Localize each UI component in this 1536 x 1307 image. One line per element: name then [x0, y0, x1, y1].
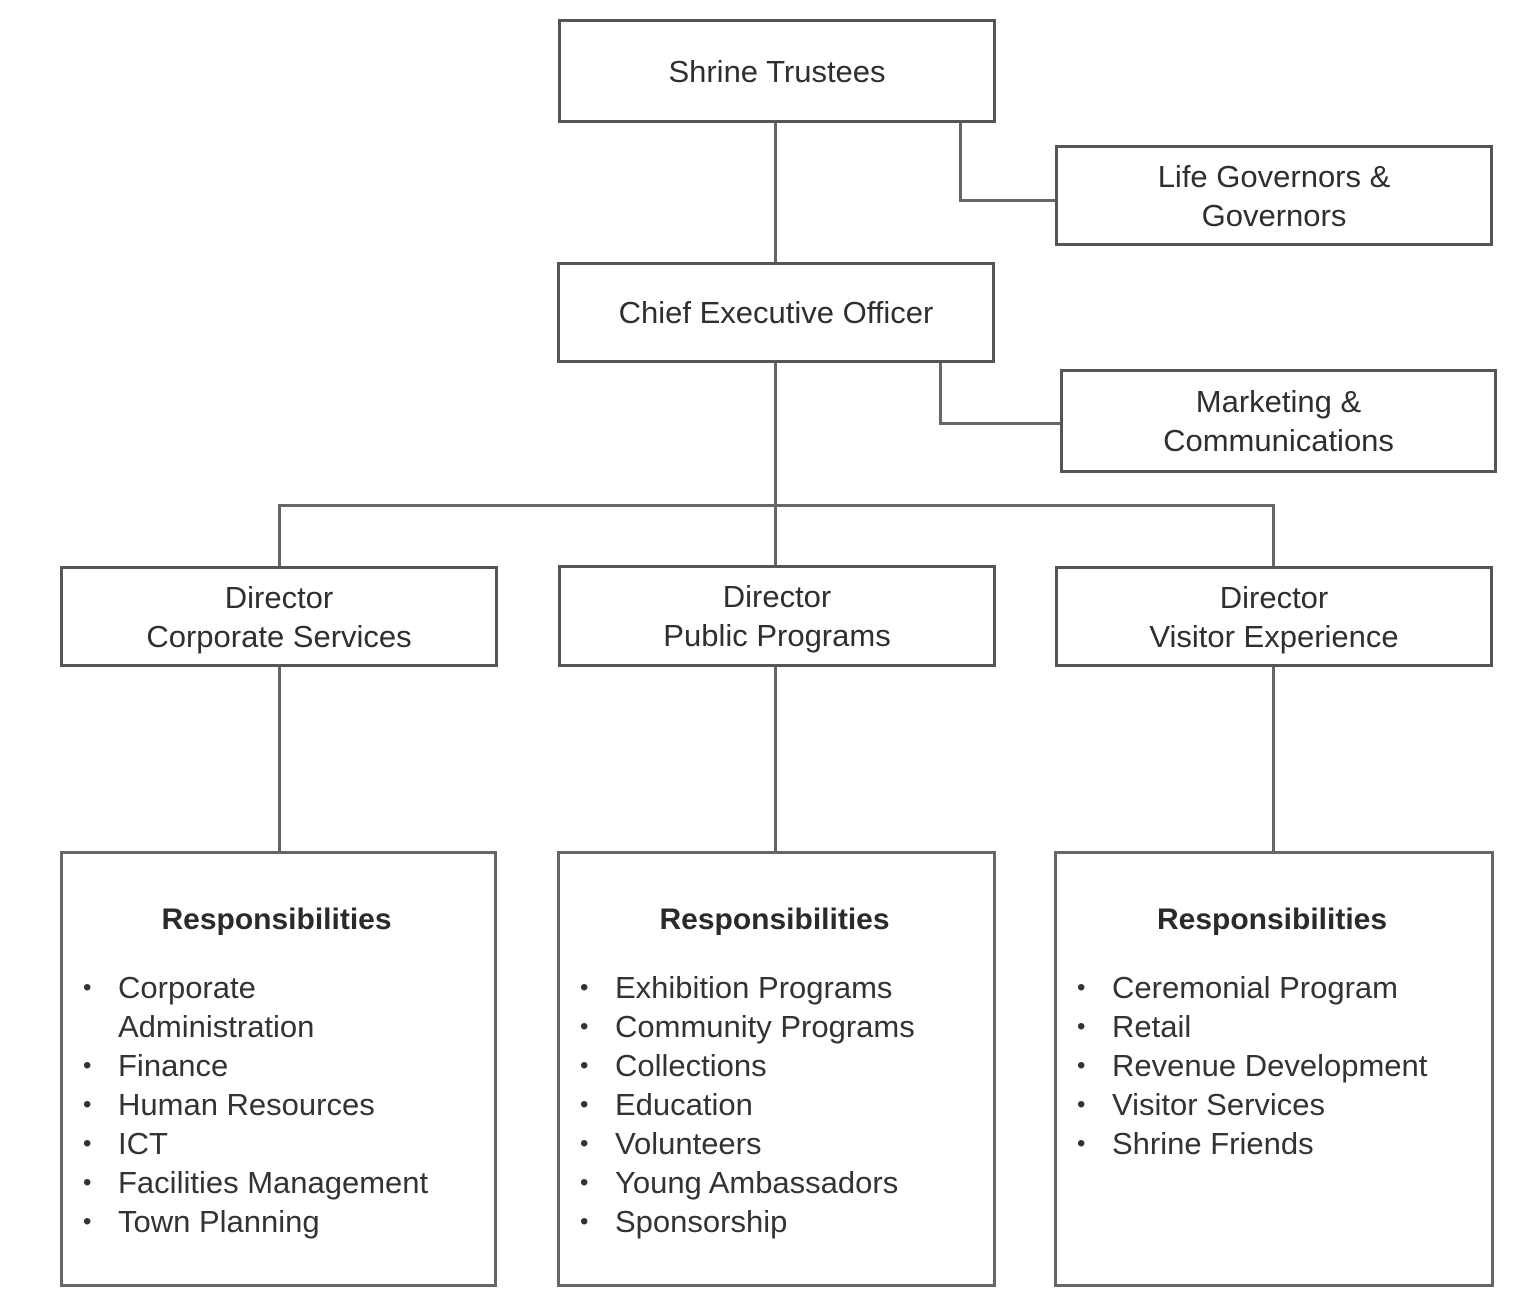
- list-item: Corporate Administration: [83, 968, 470, 1046]
- director-corporate-services-box: Director Corporate Services: [60, 566, 498, 667]
- list-item: Volunteers: [580, 1124, 969, 1163]
- branch-to-visitor-line: [1272, 504, 1275, 568]
- list-item: Exhibition Programs: [580, 968, 969, 1007]
- list-item: ICT: [83, 1124, 470, 1163]
- life-governors-label-line2: Governors: [1201, 197, 1347, 233]
- trustees-to-governors-line: [959, 199, 1057, 202]
- directors-branch-line: [278, 504, 1275, 507]
- trustees-to-governors-drop: [959, 121, 962, 202]
- corporate-services-responsibilities-list: Corporate Administration Finance Human R…: [83, 968, 470, 1241]
- ceo-to-marketing-drop: [939, 361, 942, 425]
- list-item: Ceremonial Program: [1077, 968, 1467, 1007]
- public-programs-responsibilities-box: Responsibilities Exhibition Programs Com…: [557, 851, 996, 1287]
- life-governors-box: Life Governors & Governors: [1055, 145, 1493, 246]
- visitor-to-responsibilities-line: [1272, 665, 1275, 852]
- branch-to-corporate-line: [278, 504, 281, 568]
- life-governors-label-line1: Life Governors &: [1157, 158, 1391, 194]
- director-name: Visitor Experience: [1149, 618, 1399, 654]
- list-item: Collections: [580, 1046, 969, 1085]
- director-visitor-experience-box: Director Visitor Experience: [1055, 566, 1493, 667]
- list-item: Young Ambassadors: [580, 1163, 969, 1202]
- list-item: Facilities Management: [83, 1163, 470, 1202]
- marketing-label-line1: Marketing &: [1195, 384, 1362, 419]
- list-item: Finance: [83, 1046, 470, 1085]
- responsibilities-heading: Responsibilities: [1156, 903, 1388, 936]
- corporate-services-responsibilities-box: Responsibilities Corporate Administratio…: [60, 851, 497, 1287]
- responsibilities-heading: Responsibilities: [161, 903, 392, 936]
- list-item: Town Planning: [83, 1202, 470, 1241]
- shrine-trustees-box: Shrine Trustees: [558, 19, 996, 123]
- public-programs-responsibilities-list: Exhibition Programs Community Programs C…: [580, 968, 969, 1241]
- marketing-label-line2: Communications: [1163, 423, 1394, 458]
- trustees-to-ceo-line: [774, 121, 777, 263]
- director-name: Public Programs: [663, 618, 891, 653]
- list-item: Visitor Services: [1077, 1085, 1467, 1124]
- list-item: Community Programs: [580, 1007, 969, 1046]
- visitor-experience-responsibilities-box: Responsibilities Ceremonial Program Reta…: [1054, 851, 1494, 1287]
- ceo-box: Chief Executive Officer: [557, 262, 995, 363]
- list-item: Retail: [1077, 1007, 1467, 1046]
- director-public-programs-box: Director Public Programs: [558, 565, 996, 667]
- director-title: Director: [722, 579, 832, 614]
- list-item: Education: [580, 1085, 969, 1124]
- director-name: Corporate Services: [146, 618, 412, 654]
- marketing-communications-box: Marketing & Communications: [1060, 369, 1497, 473]
- public-to-responsibilities-line: [774, 665, 777, 852]
- director-title: Director: [224, 579, 334, 615]
- corporate-to-responsibilities-line: [278, 665, 281, 852]
- ceo-to-directors-line: [774, 361, 777, 567]
- visitor-experience-responsibilities-list: Ceremonial Program Retail Revenue Develo…: [1077, 968, 1467, 1163]
- ceo-to-marketing-line: [939, 422, 1061, 425]
- list-item: Sponsorship: [580, 1202, 969, 1241]
- list-item: Shrine Friends: [1077, 1124, 1467, 1163]
- list-item: Human Resources: [83, 1085, 470, 1124]
- director-title: Director: [1219, 579, 1329, 615]
- shrine-trustees-label: Shrine Trustees: [668, 53, 886, 89]
- ceo-label: Chief Executive Officer: [618, 295, 934, 330]
- list-item: Revenue Development: [1077, 1046, 1467, 1085]
- responsibilities-heading: Responsibilities: [659, 903, 890, 936]
